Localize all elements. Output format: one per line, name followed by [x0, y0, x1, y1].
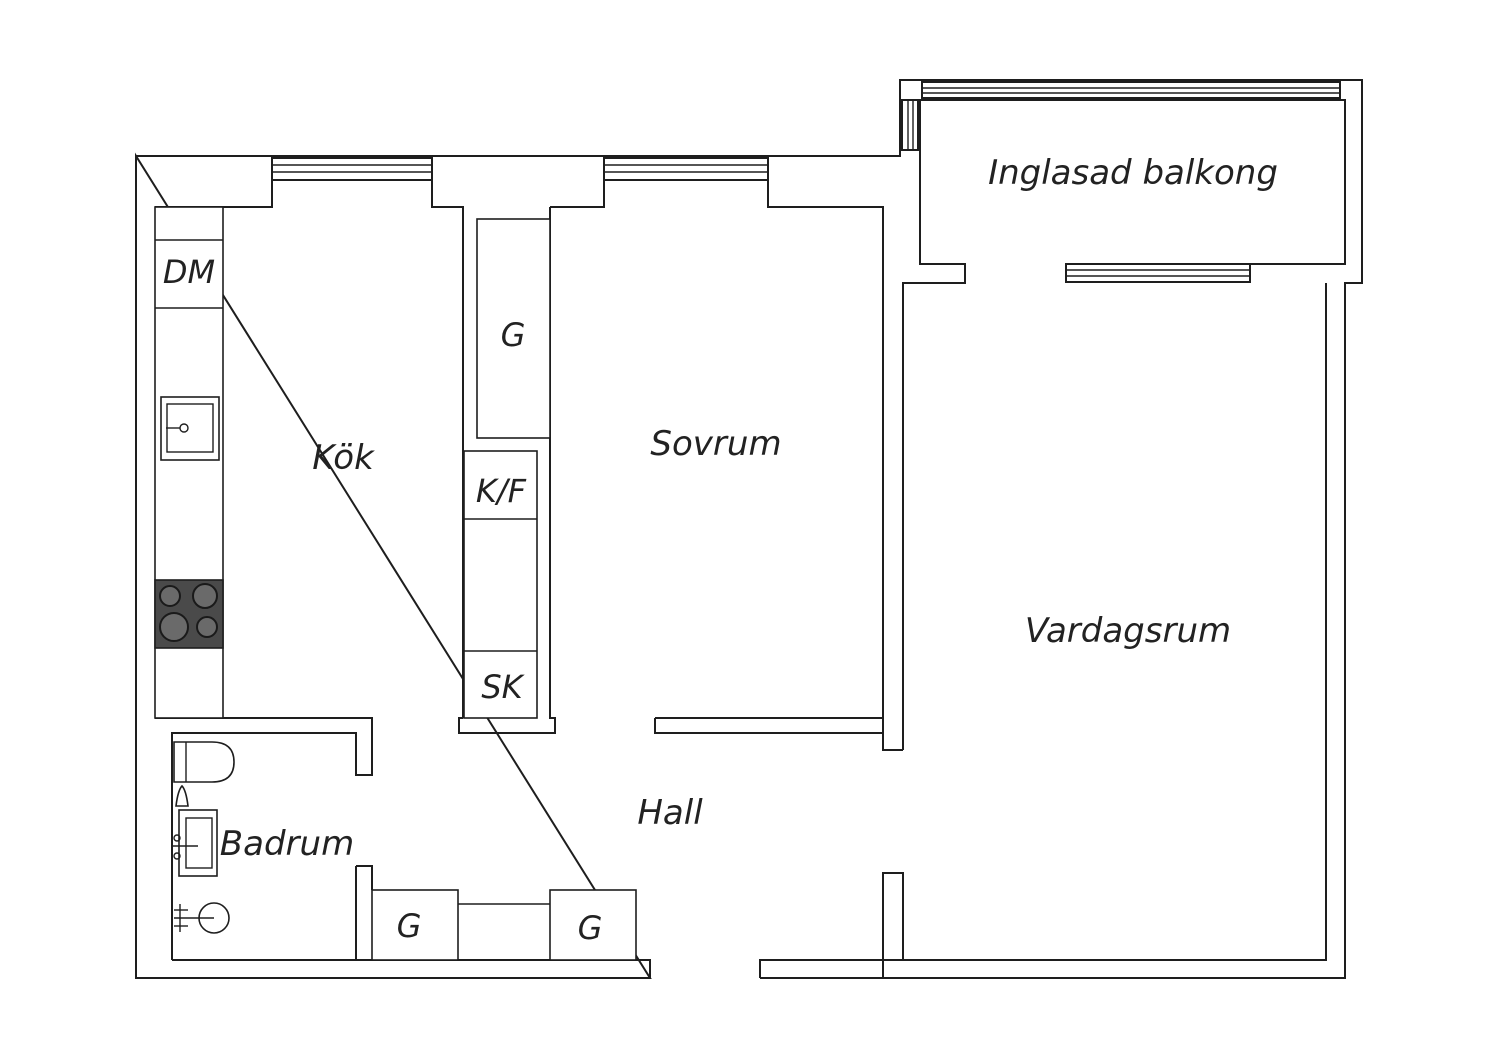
washbasin-icon — [172, 784, 218, 877]
exterior-walls — [135, 79, 1363, 979]
living-room-window — [1065, 263, 1251, 283]
hob-icon — [154, 579, 224, 649]
room-label-bedroom: Sovrum — [650, 424, 781, 464]
kitchen-counter — [154, 206, 224, 719]
room-labels: Inglasad balkong Kök Sovrum Vardagsrum H… — [220, 153, 1278, 864]
hall-wardrobes — [371, 889, 637, 961]
wardrobe-bedroom — [476, 218, 551, 439]
shower-icon — [174, 902, 230, 934]
room-label-bathroom: Badrum — [220, 824, 354, 864]
balcony-window-top — [921, 81, 1341, 99]
label-dishwasher: DM — [163, 253, 215, 291]
fridge-cabinet-column — [463, 450, 538, 719]
bathroom-fixtures — [172, 741, 235, 934]
room-label-balcony: Inglasad balkong — [988, 153, 1278, 193]
room-label-hall: Hall — [637, 793, 703, 833]
bedroom-window — [603, 157, 769, 181]
label-fridge-freezer: K/F — [476, 472, 527, 510]
label-cabinet: SK — [481, 668, 525, 706]
toilet-icon — [173, 741, 235, 783]
label-wardrobe-hall-left: G — [397, 907, 422, 945]
windows — [271, 81, 1341, 283]
kitchen-sink-icon — [160, 396, 220, 461]
room-label-kitchen: Kök — [312, 438, 375, 478]
label-wardrobe-hall-right: G — [578, 909, 603, 947]
fixture-labels: DM G K/F SK G G — [163, 253, 603, 947]
kitchen-window — [271, 157, 433, 181]
interior-walls — [155, 207, 883, 960]
label-wardrobe-bedroom: G — [501, 316, 526, 354]
balcony-window-side — [901, 99, 919, 151]
room-label-living: Vardagsrum — [1025, 611, 1231, 651]
